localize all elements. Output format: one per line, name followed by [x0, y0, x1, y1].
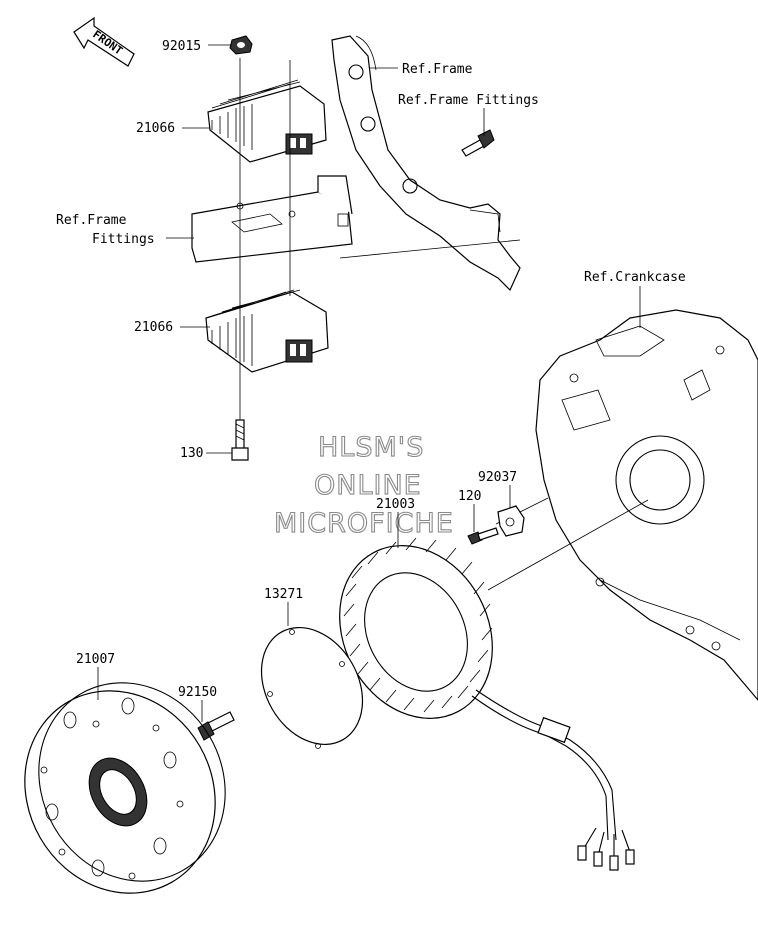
callouts: 92015 Ref.Frame Ref.Frame Fittings 21066…	[56, 39, 686, 722]
watermark-line-3: MICROFICHE	[274, 508, 454, 539]
frame-icon	[331, 35, 521, 292]
watermark-line-2: ONLINE	[314, 470, 422, 501]
clamp-icon	[497, 505, 525, 537]
bolt-130-icon	[231, 419, 249, 461]
mounting-bracket-icon	[191, 175, 353, 263]
regulator-rectifier-bottom-icon	[205, 289, 329, 373]
label-ref-frame: Ref.Frame	[402, 62, 473, 77]
leader-line	[487, 499, 649, 591]
gasket-icon	[260, 626, 364, 749]
label-120: 120	[458, 489, 481, 504]
label-92015: 92015	[162, 39, 201, 54]
watermark-line-1: HLSM'S	[318, 432, 424, 463]
label-ref-frame-fittings-left-2: Fittings	[92, 232, 155, 247]
label-ref-frame-fittings-left-1: Ref.Frame	[56, 213, 127, 228]
label-13271: 13271	[264, 587, 303, 602]
screw-120-icon	[467, 527, 499, 545]
front-arrow-icon: FRONT	[73, 16, 135, 67]
label-92150: 92150	[178, 685, 217, 700]
label-ref-frame-fittings-right: Ref.Frame Fittings	[398, 93, 539, 108]
label-21003: 21003	[376, 497, 415, 512]
label-ref-crankcase: Ref.Crankcase	[584, 270, 686, 285]
label-21066-bottom: 21066	[134, 320, 173, 335]
label-92037: 92037	[478, 470, 517, 485]
label-21066-top: 21066	[136, 121, 175, 136]
label-21007: 21007	[76, 652, 115, 667]
nut-icon	[229, 35, 253, 55]
flywheel-rotor-icon	[24, 682, 226, 894]
crankcase-icon	[535, 309, 758, 701]
watermark: HLSM'S ONLINE MICROFICHE	[273, 431, 454, 539]
label-130: 130	[180, 446, 203, 461]
regulator-rectifier-top-icon	[207, 79, 327, 163]
stator-coil-icon	[339, 537, 635, 871]
bolt-frame-fitting-icon	[461, 129, 495, 157]
